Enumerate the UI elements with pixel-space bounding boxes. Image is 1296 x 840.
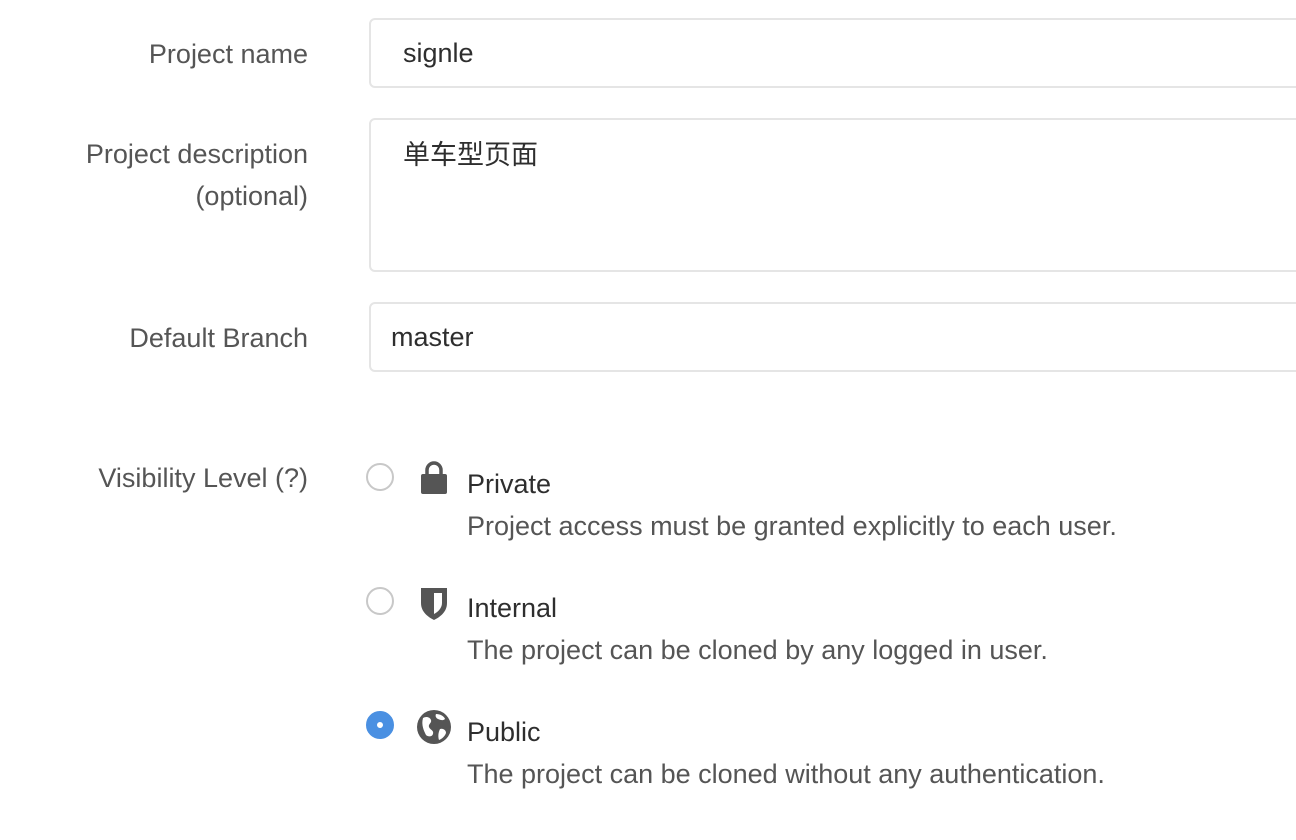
shield-icon [421,588,447,620]
visibility-option-title-internal: Internal [467,593,558,623]
project-description-label: Project description (optional) [86,133,308,217]
project-description-label-line2: (optional) [195,181,308,211]
visibility-radio-internal[interactable] [366,587,394,615]
visibility-radio-public[interactable] [366,711,394,739]
project-name-input[interactable] [369,18,1296,88]
default-branch-input[interactable] [369,302,1296,372]
default-branch-label: Default Branch [129,323,308,353]
visibility-option-description-private: Project access must be granted explicitl… [467,511,1117,541]
visibility-radio-private[interactable] [366,463,394,491]
visibility-level-label: Visibility Level (?) [98,463,308,493]
project-name-label: Project name [148,39,308,69]
visibility-option-title-private: Private [467,469,552,499]
visibility-option-title-public: Public [467,717,541,747]
lock-icon [421,461,447,494]
visibility-option-description-internal: The project can be cloned by any logged … [467,635,1048,665]
project-description-textarea[interactable]: 单车型页面 [369,118,1296,272]
project-description-label-line1: Project description [85,139,308,169]
visibility-option-description-public: The project can be cloned without any au… [467,759,1105,789]
globe-icon [417,710,451,744]
